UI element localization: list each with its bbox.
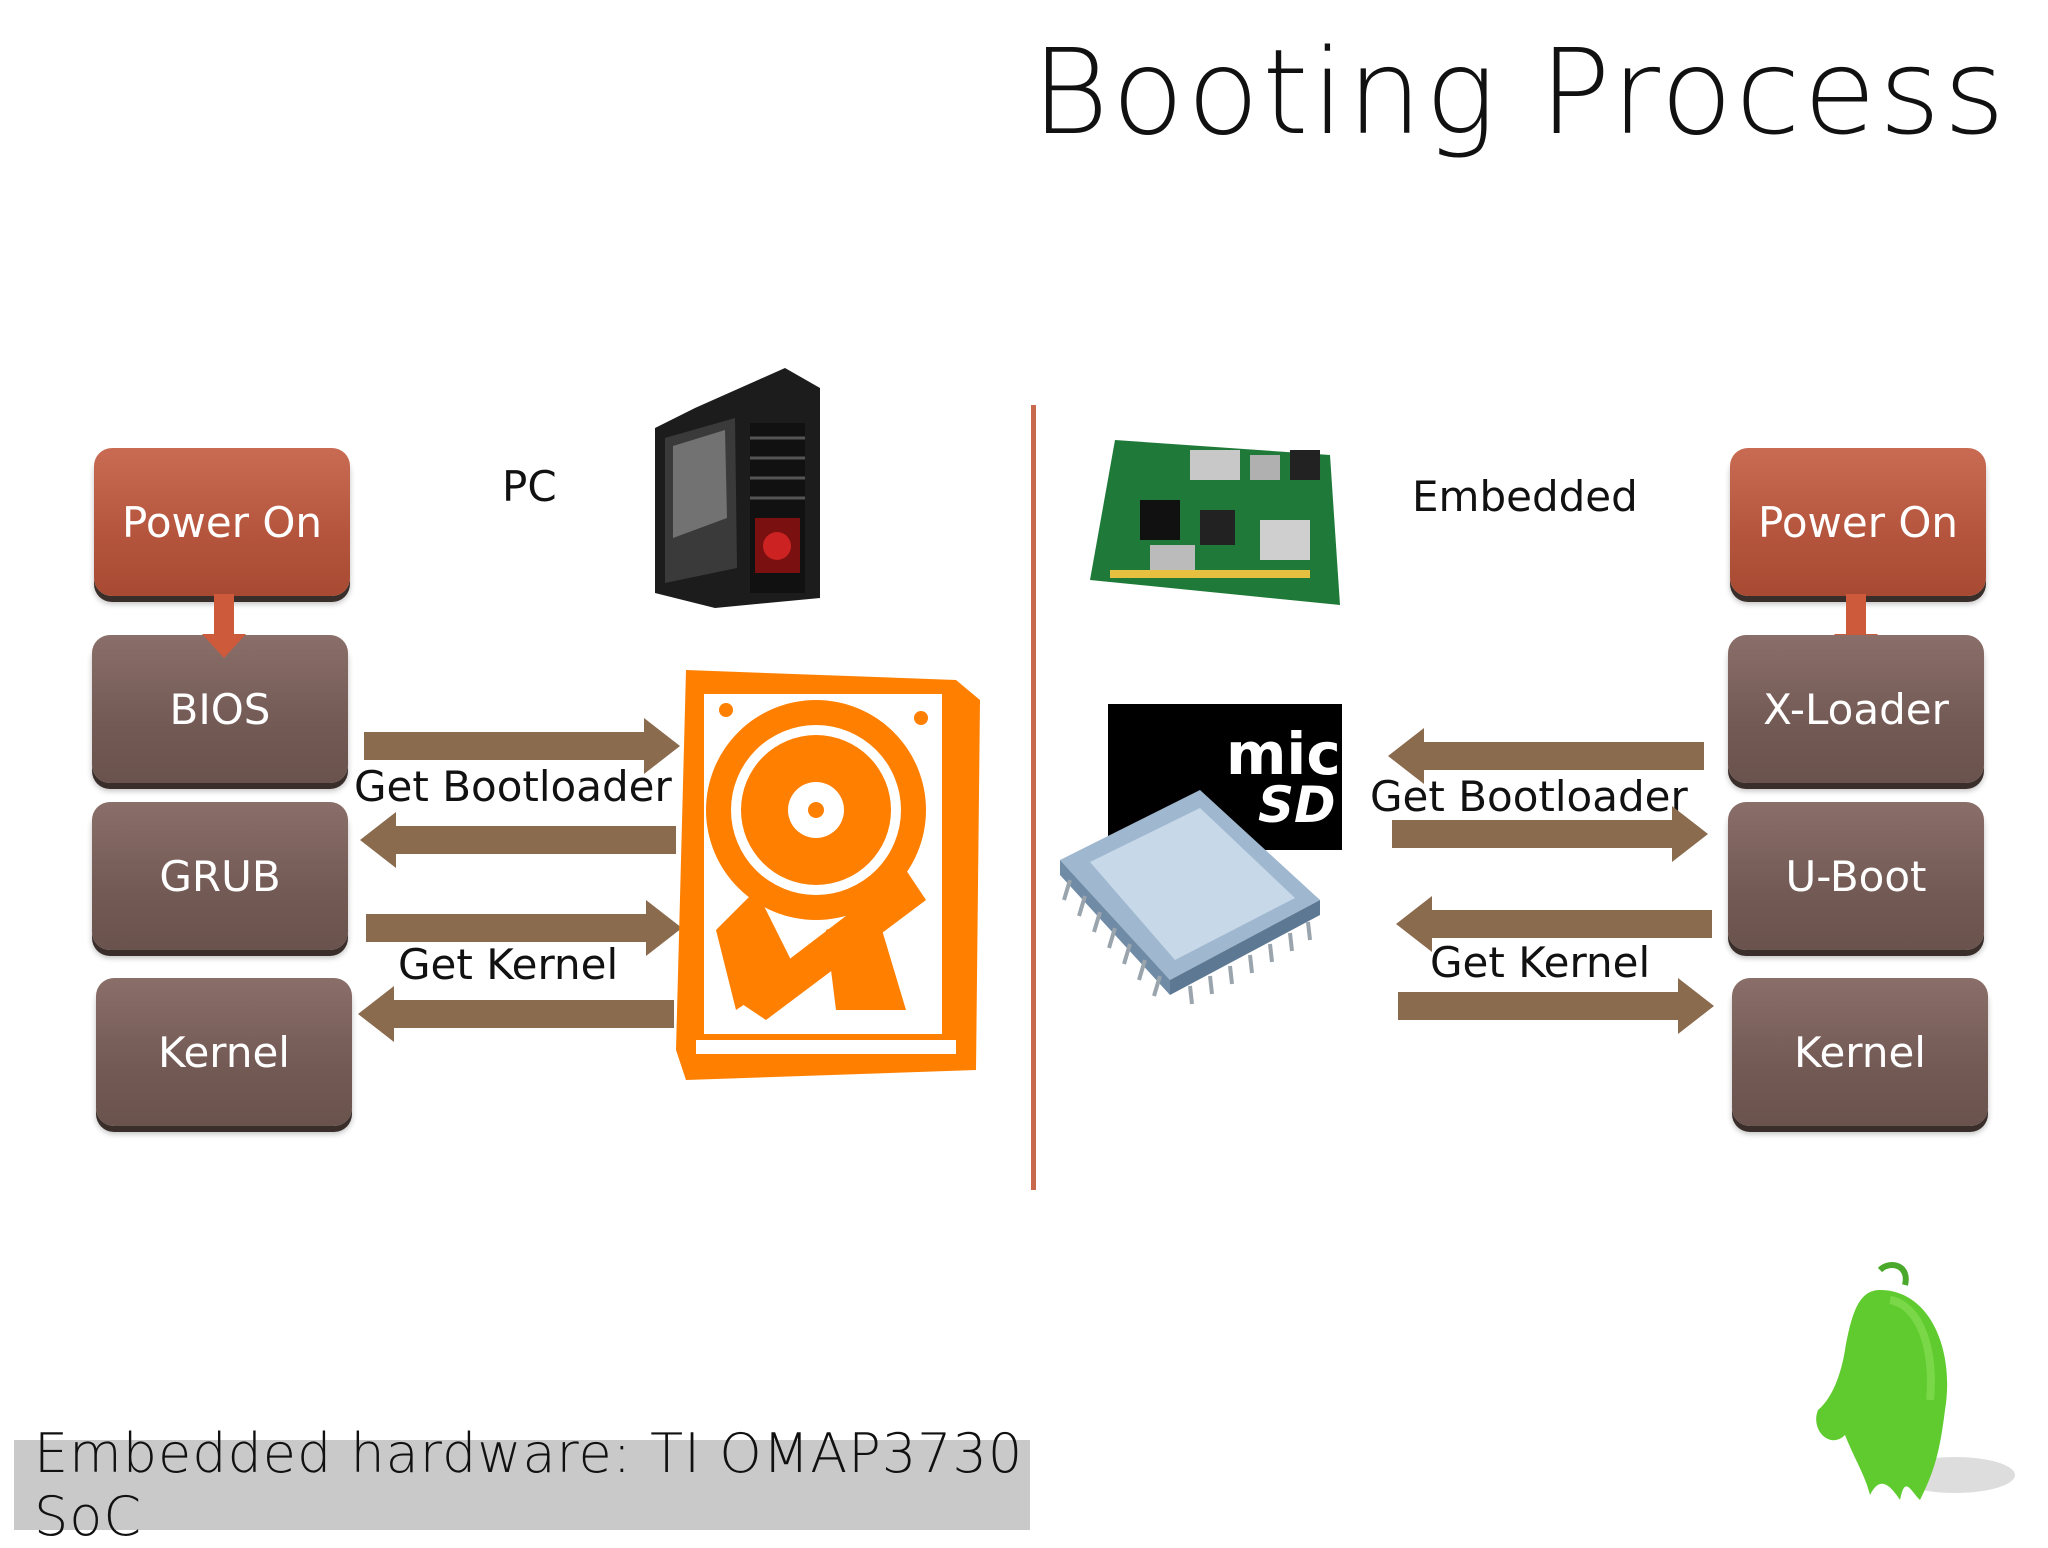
emb-arrow-right-2 (1398, 978, 1714, 1034)
pc-power-down-arrow (202, 594, 246, 658)
slide-title: Booting Process (1031, 23, 2008, 161)
pc-grub-box: GRUB (92, 802, 348, 950)
pc-power-on-label: Power On (121, 497, 322, 547)
pc-tower-icon (655, 368, 820, 608)
emb-get-bootloader-label: Get Bootloader (1370, 772, 1688, 821)
emb-uboot-box: U-Boot (1728, 802, 1984, 950)
emb-arrow-right-1 (1392, 806, 1708, 862)
pc-kernel-box: Kernel (96, 978, 352, 1126)
emb-power-on-label: Power On (1757, 497, 1958, 547)
soc-chip-icon (1060, 790, 1320, 1005)
pc-get-bootloader-label: Get Bootloader (354, 762, 672, 811)
microsd-logo-text: micro (1226, 720, 1409, 788)
emb-uboot-label: U-Boot (1785, 851, 1927, 901)
pc-arrow-right-2 (366, 900, 682, 956)
embedded-label: Embedded (1412, 472, 1638, 521)
pc-arrow-left-1 (360, 812, 676, 868)
pc-get-kernel-label: Get Kernel (398, 940, 619, 989)
center-divider (1031, 405, 1036, 1190)
pc-power-on-box: Power On (94, 448, 350, 596)
emb-kernel-box: Kernel (1732, 978, 1988, 1126)
pc-bios-label: BIOS (169, 684, 271, 734)
hard-disk-icon (676, 670, 980, 1080)
green-mascot-icon (1816, 1262, 2015, 1500)
pc-arrow-left-2 (358, 986, 674, 1042)
pc-kernel-label: Kernel (158, 1027, 290, 1077)
pc-grub-label: GRUB (159, 851, 281, 901)
pc-arrow-right-1 (364, 718, 680, 774)
emb-get-kernel-label: Get Kernel (1430, 938, 1651, 987)
pc-bios-box: BIOS (92, 635, 348, 783)
emb-kernel-label: Kernel (1794, 1027, 1926, 1077)
emb-xloader-label: X-Loader (1763, 684, 1949, 734)
embedded-board-icon (1090, 440, 1340, 605)
hardware-caption: Embedded hardware: TI OMAP3730 SoC (14, 1422, 1030, 1548)
emb-xloader-box: X-Loader (1728, 635, 1984, 783)
emb-arrow-left-1 (1388, 728, 1704, 784)
emb-power-on-box: Power On (1730, 448, 1986, 596)
emb-arrow-left-2 (1396, 896, 1712, 952)
pc-label: PC (502, 462, 557, 511)
microsd-sd-text: SD (1258, 776, 1336, 834)
